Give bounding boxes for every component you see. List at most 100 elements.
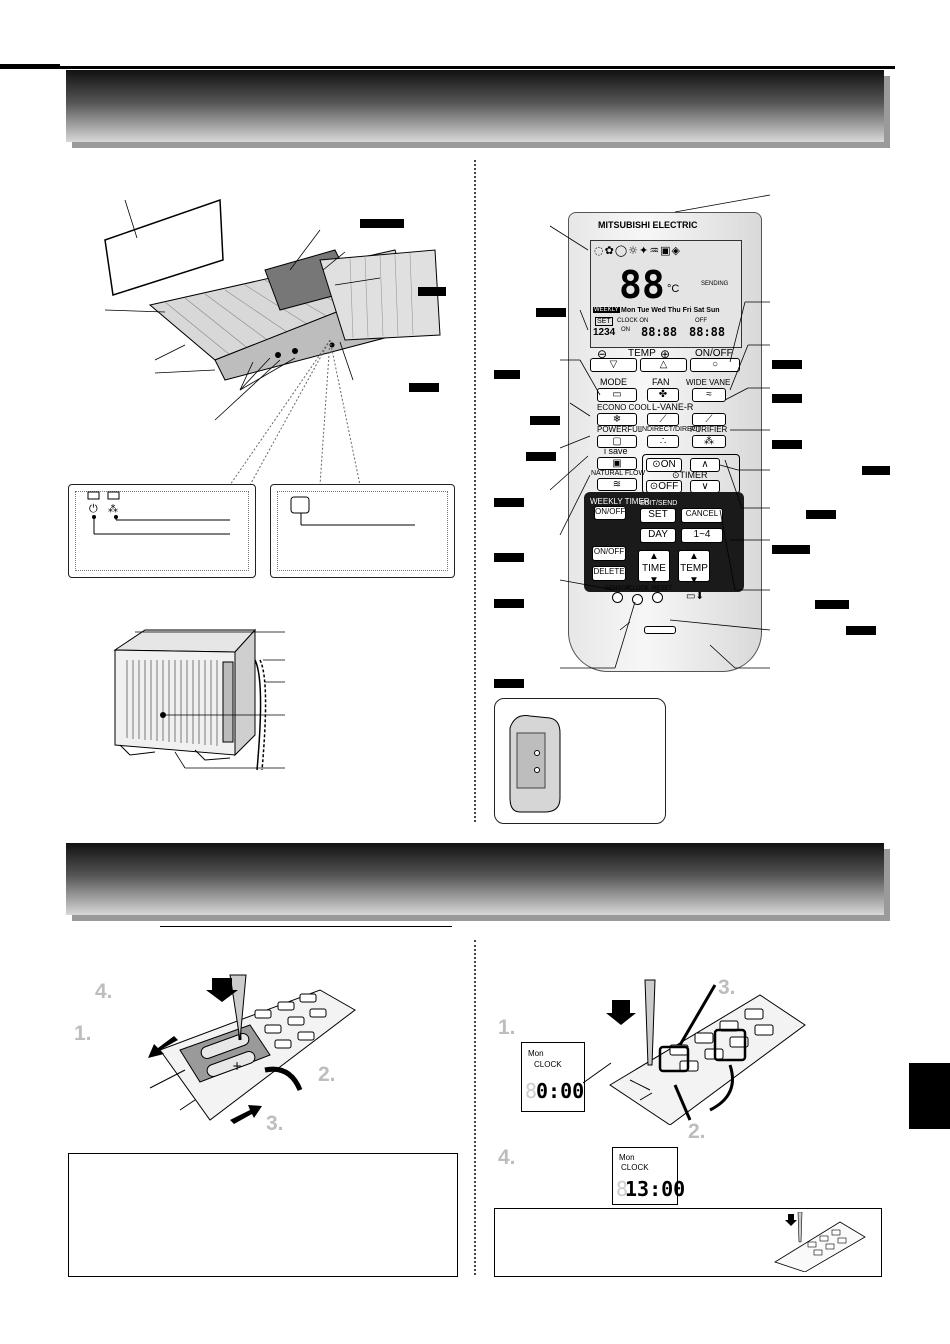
clock-lcd-2-clock: CLOCK xyxy=(621,1163,649,1172)
purifier-label: PURIFIER xyxy=(690,425,728,434)
battery-step-3: 3. xyxy=(266,1112,284,1135)
clock-lcd-1-leader xyxy=(583,1062,612,1084)
detail-guides xyxy=(229,339,361,486)
clock-lcd-1: Mon CLOCK 8 0:00 xyxy=(521,1042,585,1112)
delete-button[interactable]: DELETE xyxy=(592,566,626,581)
lcd-weekly: WEEKLY xyxy=(593,307,620,313)
remote-tag-13 xyxy=(806,510,836,519)
remote-tag-1 xyxy=(536,308,566,317)
temp-down-icon[interactable]: ⊖ xyxy=(597,347,608,361)
indirect-direct-button[interactable]: ∴ xyxy=(647,435,679,448)
mode-button[interactable]: ▭ xyxy=(597,388,637,402)
i-save-button[interactable]: ▣ xyxy=(597,457,637,470)
remote-holder-box xyxy=(494,698,666,824)
remote-tag-4 xyxy=(526,452,556,461)
fan-button[interactable]: ✤ xyxy=(647,388,679,402)
clock-button[interactable] xyxy=(632,594,643,605)
temp-up-button[interactable]: △ xyxy=(640,358,687,372)
outdoor-top-shape xyxy=(113,629,257,653)
remote-tag-12 xyxy=(862,466,890,475)
natural-flow-button[interactable]: ≋ xyxy=(597,478,637,491)
label-tag-2 xyxy=(418,287,446,296)
powerful-button[interactable]: ▢ xyxy=(597,435,637,448)
sensor-label: SENSOR xyxy=(605,586,631,592)
underline-rule xyxy=(160,926,452,927)
natural-flow-label: NATURAL FLOW xyxy=(591,470,646,477)
l-vane-button[interactable]: ⟋ xyxy=(647,413,679,426)
lcd-temp-unit: °C xyxy=(667,283,680,295)
brand-label: MITSUBISHI ELECTRIC xyxy=(598,220,698,230)
mode-label: MODE xyxy=(600,377,627,387)
on-off-button[interactable]: ○ xyxy=(690,358,740,372)
remote-tag-11 xyxy=(772,440,802,449)
battery-icon: ▭⬇ xyxy=(686,591,704,602)
lcd-off: OFF xyxy=(695,318,707,324)
reset-button[interactable] xyxy=(652,592,663,603)
remote-tag-2 xyxy=(494,370,520,379)
battery-install-illustration: + xyxy=(148,974,356,1124)
clock-label: CLOCK xyxy=(628,586,649,592)
temp-down-button[interactable]: ▽ xyxy=(590,358,637,372)
battery-step-2: 2. xyxy=(318,1063,336,1086)
side-tab xyxy=(909,1063,950,1129)
remote-tag-10 xyxy=(772,394,802,403)
edit-send-label: EDIT/SEND xyxy=(640,500,678,507)
remote-tag-7 xyxy=(494,599,524,608)
remote-lcd: ◌✿◯☼✦♒▣◈ 88 °C SENDING WEEKLY Mon Tue We… xyxy=(590,240,742,348)
lcd-on-off: ON xyxy=(621,327,630,333)
clock-step-1: 1. xyxy=(498,1016,516,1039)
lcd-sending: SENDING xyxy=(701,281,729,287)
temp-button[interactable]: ▲TEMP▼ xyxy=(678,550,710,586)
r-vane-button[interactable]: ⟋ xyxy=(692,413,726,426)
remote-tag-5 xyxy=(494,498,524,507)
timer-on-button[interactable]: ⊙ON xyxy=(646,458,682,472)
clock-lcd-2-ghost: 8 xyxy=(616,1177,629,1201)
clock-setting-illustration xyxy=(606,979,806,1125)
time-button[interactable]: ▲TIME▼ xyxy=(638,550,670,586)
set-button[interactable]: SET xyxy=(640,508,676,523)
cancel-button[interactable]: CANCEL xyxy=(681,508,723,523)
timer-label: ⊙TIMER xyxy=(672,470,708,480)
clock-note-illustration xyxy=(774,1212,866,1272)
column-divider-top xyxy=(474,160,476,822)
clock-lcd-1-clock: CLOCK xyxy=(534,1060,562,1069)
section-banner-operation xyxy=(66,843,884,915)
clock-lcd-2-time: 13:00 xyxy=(625,1177,686,1201)
wide-vane-label: WIDE VANE xyxy=(686,378,731,387)
weekly-on-off-button[interactable]: ON/OFF xyxy=(594,506,626,520)
unit-side-shape xyxy=(319,249,441,341)
purifier-button[interactable]: ⁂ xyxy=(692,435,726,448)
column-divider-bottom xyxy=(474,940,476,1275)
battery-step-4: 4. xyxy=(95,980,113,1003)
sensor-button[interactable] xyxy=(612,592,623,603)
one-to-four-button[interactable]: 1~4 xyxy=(681,528,723,543)
remote-tag-9 xyxy=(772,360,802,369)
operation-lamp-icon xyxy=(87,491,100,500)
battery-note-box xyxy=(68,1153,458,1277)
lcd-time-2: 88:88 xyxy=(689,325,726,339)
econo-cool-button[interactable]: ❄ xyxy=(597,413,637,426)
wide-vane-button[interactable]: ≈ xyxy=(692,388,726,402)
indirect-direct-label: INDIRECT/DIRECT xyxy=(640,426,702,433)
clock-step-3: 3. xyxy=(718,976,736,999)
on-off-2-button[interactable]: ON/OFF xyxy=(592,546,626,561)
day-button[interactable]: DAY xyxy=(640,528,676,543)
clock-lcd-2: Mon CLOCK 8 13:00 xyxy=(612,1147,685,1205)
section-banner-parts xyxy=(66,70,884,142)
temp-up-icon[interactable]: ⊕ xyxy=(660,347,671,361)
fan-label: FAN xyxy=(652,377,670,387)
battery-cover-tab[interactable] xyxy=(644,626,676,634)
remote-tag-3 xyxy=(530,416,560,425)
remote-holder-illustration xyxy=(509,715,561,813)
lcd-clock-on: CLOCK ON xyxy=(617,318,649,324)
weekly-timer-label: WEEKLY TIMER xyxy=(590,497,650,506)
powerful-label: POWERFUL xyxy=(597,425,643,434)
purifier-icon: ⁂ xyxy=(108,503,118,515)
i-save-label: i save xyxy=(604,446,628,456)
remote-tag-8 xyxy=(494,679,524,688)
clock-lcd-2-day: Mon xyxy=(619,1153,635,1162)
clock-lcd-1-ghost: 8 xyxy=(525,1079,538,1103)
timer-up-button[interactable]: ∧ xyxy=(690,458,720,472)
indoor-unit-illustration xyxy=(104,198,441,421)
lcd-time-1: 88:88 xyxy=(641,325,678,339)
